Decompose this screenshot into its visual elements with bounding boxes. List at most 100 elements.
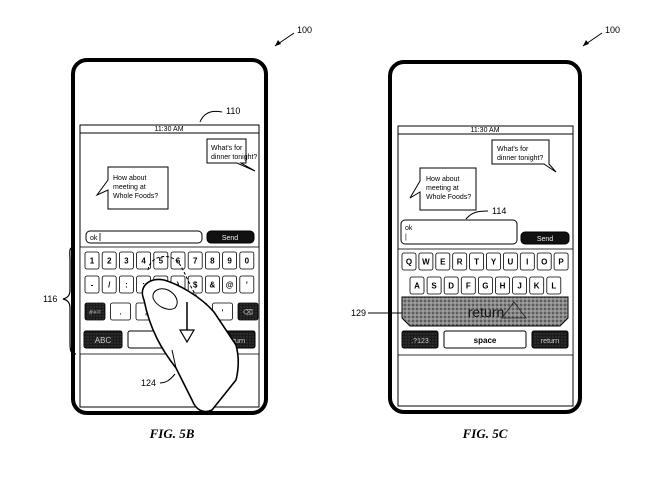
key-l2-1[interactable]: / [101, 275, 117, 294]
svg-text:.?123: .?123 [411, 338, 429, 345]
key-label: & [210, 281, 216, 290]
send-button[interactable]: Send [520, 231, 570, 245]
key-r2-4[interactable]: G [477, 276, 493, 295]
key-label: - [91, 281, 94, 290]
key-r1-0[interactable]: Q [401, 252, 417, 271]
key-label: ⌫ [242, 309, 253, 317]
key-l1-9[interactable]: 0 [239, 251, 255, 270]
key-abc[interactable]: ABC [83, 330, 123, 349]
svg-text:124: 124 [141, 378, 156, 388]
key-r2-1[interactable]: S [426, 276, 442, 295]
key-r1-1[interactable]: W [418, 252, 434, 271]
screen-ref: 110 [199, 106, 240, 123]
key-l2-0[interactable]: - [84, 275, 100, 294]
key-r2-5[interactable]: H [495, 276, 510, 295]
key-r1-3[interactable]: R [452, 252, 468, 271]
key-r2-0[interactable]: A [409, 276, 425, 295]
device-ref-left: 100 [274, 25, 312, 47]
key-label: D [448, 282, 454, 291]
key-l2-8[interactable]: @ [222, 275, 238, 294]
key-l3-6[interactable]: ⌫ [237, 302, 259, 321]
key-l1-8[interactable]: 9 [222, 251, 238, 270]
return-swipe-band[interactable]: return [401, 296, 569, 327]
key-r1-8[interactable]: O [536, 252, 552, 271]
svg-text:meeting at: meeting at [113, 184, 146, 191]
key-label: O [541, 258, 547, 267]
svg-text:Whole Foods?: Whole Foods? [113, 193, 158, 200]
key-label: $ [193, 281, 198, 290]
key-l1-1[interactable]: 2 [101, 251, 117, 270]
key-r1-2[interactable]: E [435, 252, 451, 271]
key-label: T [474, 258, 479, 267]
key-r2-2[interactable]: D [443, 276, 459, 295]
svg-text:|: | [405, 234, 407, 241]
return-ref: 129 [351, 308, 402, 318]
svg-text:return: return [468, 304, 505, 320]
key-label: J [517, 282, 521, 291]
key-r1-9[interactable]: P [553, 252, 569, 271]
key-label: L [551, 282, 556, 291]
key-l1-5[interactable]: 6 [170, 251, 186, 270]
key-r2-7[interactable]: K [529, 276, 545, 295]
key-label: 2 [107, 257, 112, 266]
svg-text:ABC: ABC [95, 336, 112, 345]
key-l1-4[interactable]: 5 [153, 251, 169, 270]
key-label: ; [142, 281, 145, 290]
key-label: S [431, 282, 437, 291]
finger-gesture: 124 [141, 255, 240, 413]
key-label: 9 [227, 257, 232, 266]
key-l1-2[interactable]: 3 [119, 251, 134, 270]
key-label: F [466, 282, 471, 291]
status-time: 11:30 AM [154, 126, 183, 133]
key-r2-6[interactable]: J [512, 276, 527, 295]
key-label: ' [222, 310, 224, 317]
svg-text:Whole Foods?: Whole Foods? [426, 194, 471, 201]
key-l2-9[interactable]: ' [239, 275, 255, 294]
key-label: ' [246, 281, 248, 290]
key-l2-7[interactable]: & [204, 275, 220, 294]
message-input[interactable]: ok | [400, 219, 518, 245]
key-space[interactable]: space [443, 330, 527, 349]
svg-text:100: 100 [605, 25, 620, 35]
key-l1-6[interactable]: 7 [187, 251, 203, 270]
key-label: : [125, 281, 128, 290]
key-r2-8[interactable]: L [546, 276, 562, 295]
caption-left: FIG. 5B [149, 426, 195, 441]
key-r1-5[interactable]: Y [486, 252, 501, 271]
svg-text:ok: ok [405, 225, 413, 232]
key-label: I [526, 258, 528, 267]
key-label: @ [226, 281, 234, 290]
key-label: / [108, 281, 111, 290]
key-l2-6[interactable]: $ [187, 275, 203, 294]
send-button[interactable]: Send [206, 230, 255, 244]
key-label: G [482, 282, 488, 291]
key-r1-6[interactable]: U [502, 252, 518, 271]
key-l3-1[interactable]: . [110, 302, 131, 321]
key-l1-0[interactable]: 1 [84, 251, 100, 270]
message-input[interactable]: ok [85, 230, 203, 244]
svg-text:What's for: What's for [211, 145, 243, 152]
key-l1-7[interactable]: 8 [204, 251, 220, 270]
svg-text:Send: Send [222, 235, 238, 242]
key-l1-3[interactable]: 4 [136, 251, 152, 270]
key-l3-0[interactable]: #+= [84, 302, 106, 321]
key-return[interactable]: return [531, 330, 569, 349]
key-label: #+= [89, 310, 101, 317]
key-label: P [558, 258, 564, 267]
status-time: 11:30 AM [470, 127, 499, 134]
key-label: 6 [176, 257, 181, 266]
key-numbers[interactable]: .?123 [401, 330, 439, 349]
key-r1-4[interactable]: T [469, 252, 485, 271]
key-r1-7[interactable]: I [519, 252, 535, 271]
key-l2-2[interactable]: : [119, 275, 134, 294]
input-ref: 114 [465, 206, 506, 220]
key-label: W [422, 258, 430, 267]
svg-text:What's for: What's for [497, 146, 529, 153]
key-r2-3[interactable]: F [460, 276, 476, 295]
key-label: 7 [193, 257, 198, 266]
key-label: , [145, 310, 147, 317]
incoming-bubble: What's for dinner tonight? [491, 139, 557, 173]
key-label: Y [491, 258, 497, 267]
